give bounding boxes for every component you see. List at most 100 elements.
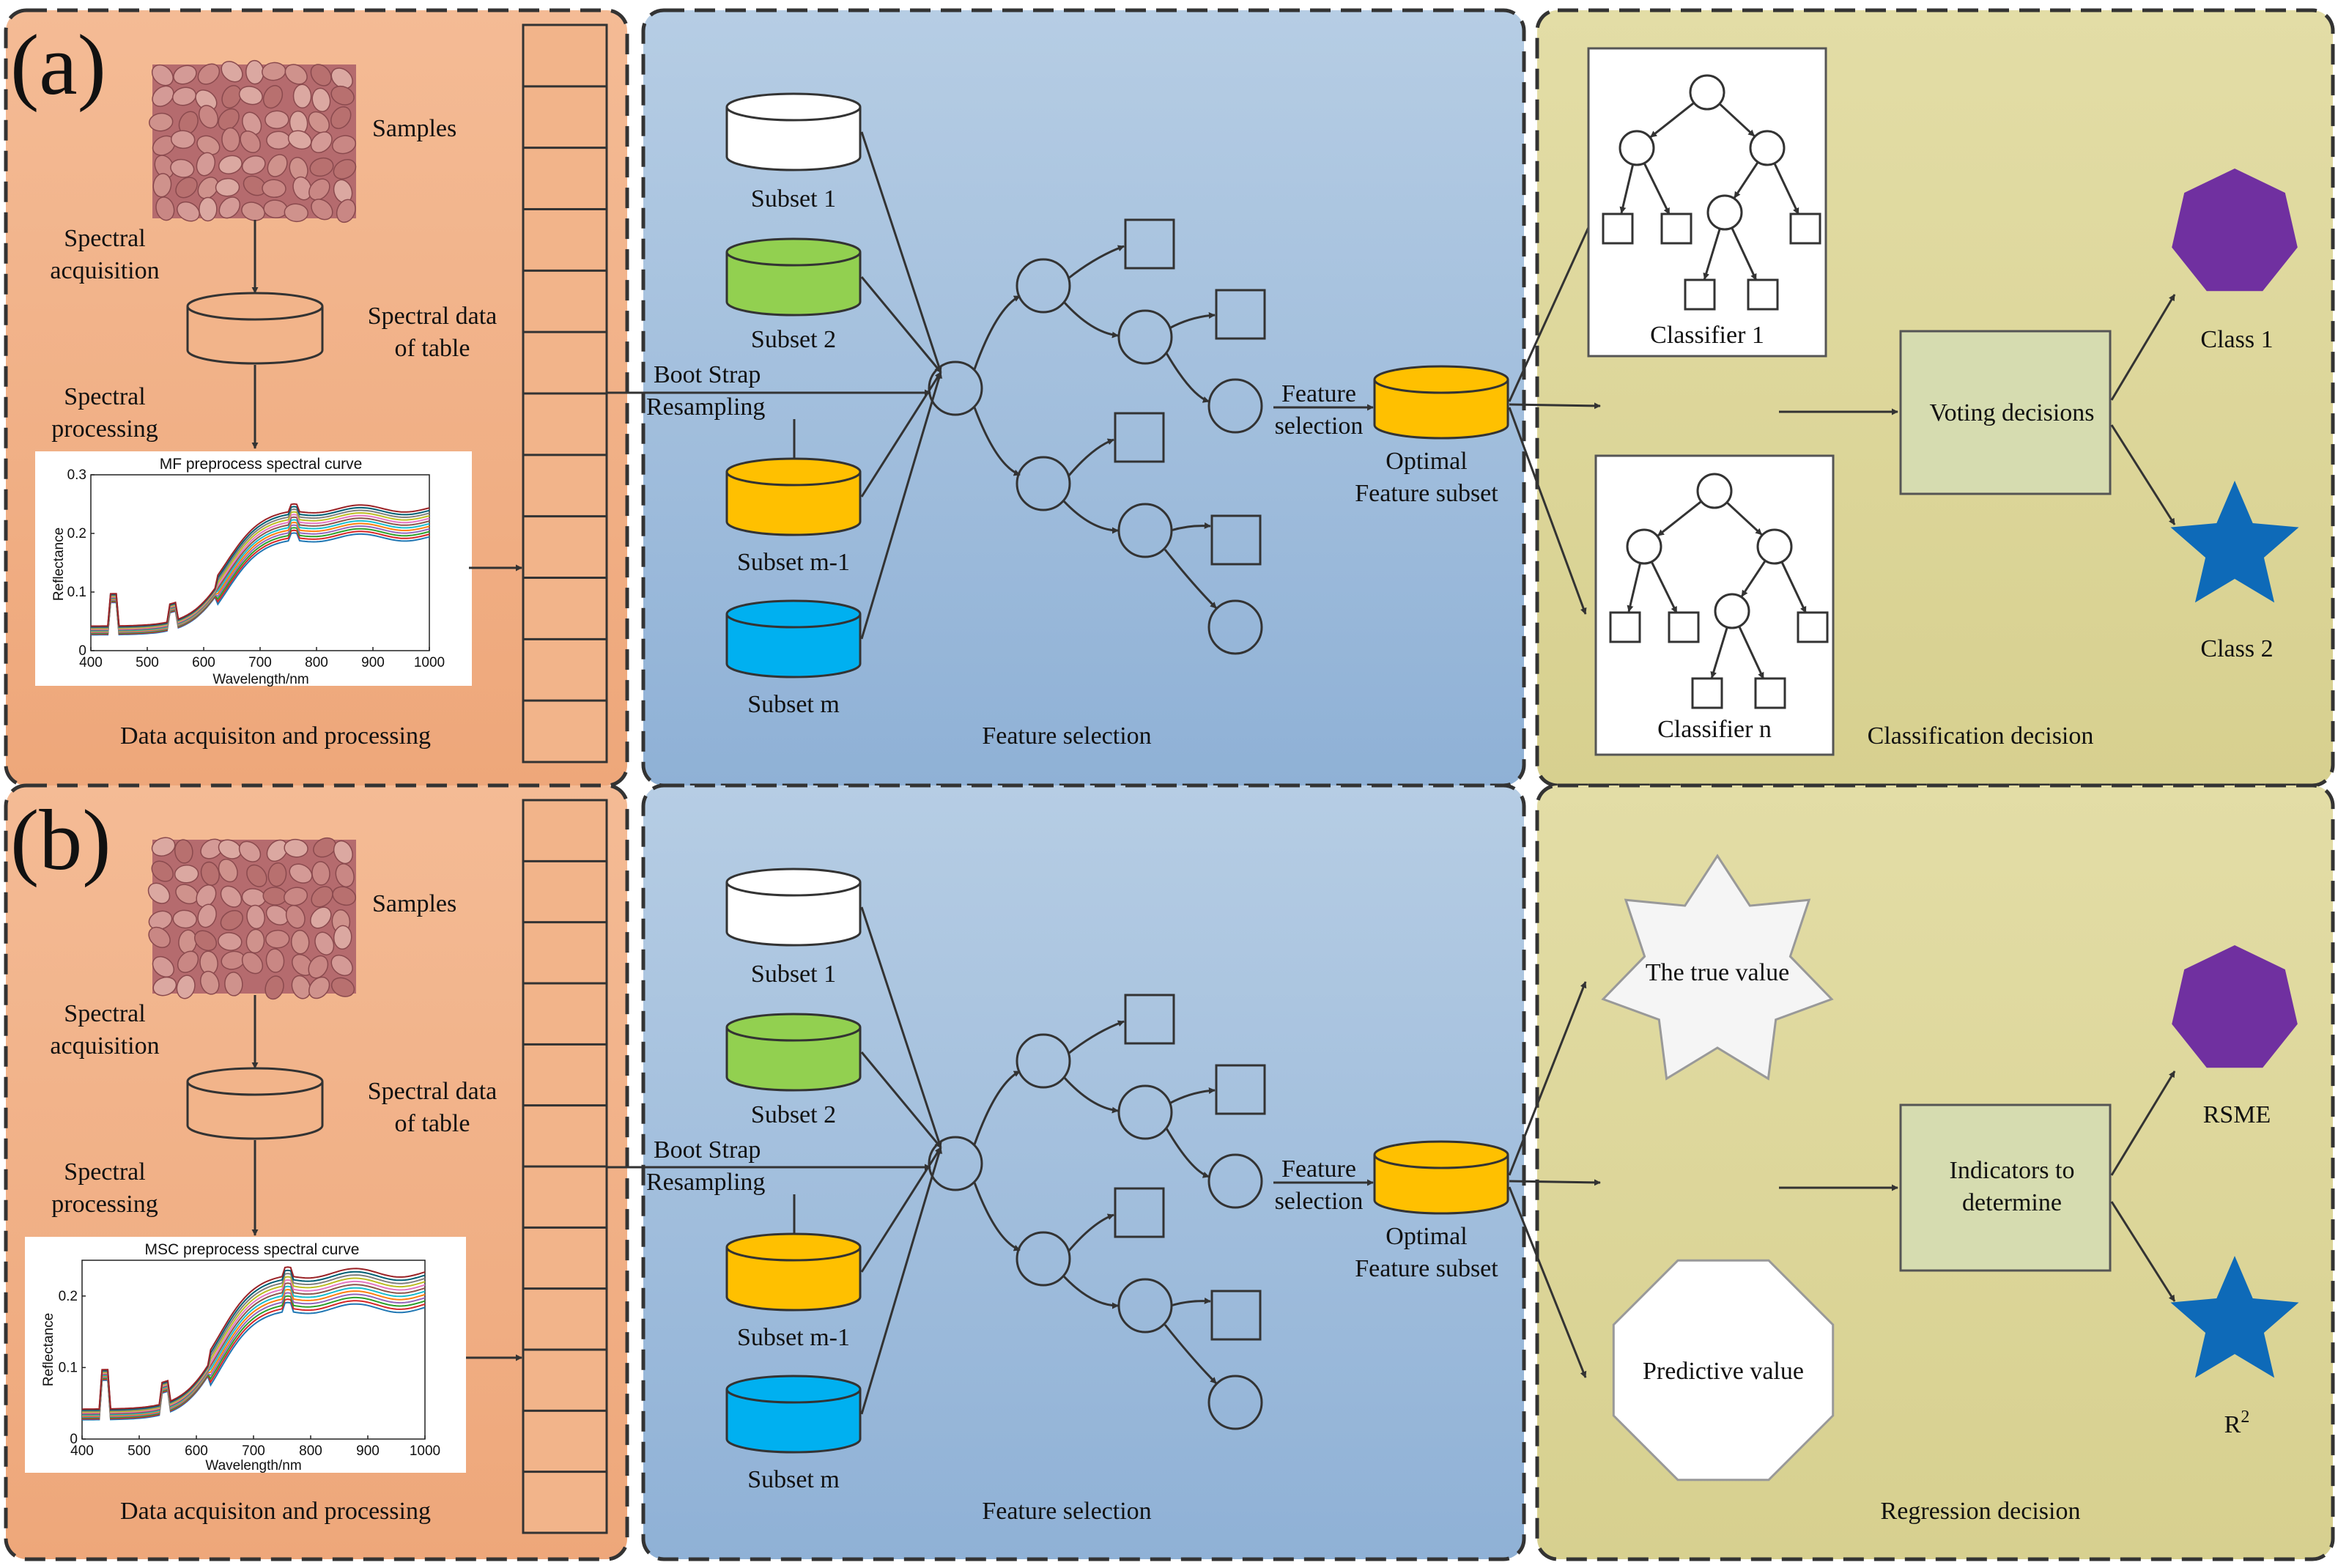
peanut — [266, 130, 291, 150]
spectral-curve — [82, 1279, 426, 1414]
peanut — [330, 67, 353, 89]
peanut — [308, 178, 330, 201]
peanut — [284, 887, 308, 906]
peanut — [262, 85, 284, 109]
section-title: Feature selection — [982, 722, 1151, 750]
arrow — [2110, 1070, 2176, 1176]
peanut — [155, 196, 175, 221]
spectral-curve — [91, 521, 430, 633]
peanut — [176, 975, 196, 999]
arrow — [1733, 162, 1759, 199]
peanut — [246, 904, 265, 930]
chart-xtick: 400 — [70, 1443, 94, 1459]
arrow — [1164, 549, 1218, 610]
arrow — [1726, 502, 1763, 536]
peanut — [267, 862, 287, 887]
chart-xtick: 600 — [185, 1443, 208, 1459]
subset-label: Subset m-1 — [737, 1324, 850, 1351]
chart-xtick: 700 — [242, 1443, 265, 1459]
arrow — [860, 276, 942, 373]
peanut — [311, 886, 333, 908]
arrow — [860, 906, 942, 1148]
arrow — [1508, 1186, 1587, 1378]
classifier-1: Classifier 1 — [1587, 47, 1827, 358]
tree-node — [1016, 456, 1071, 511]
peanut — [215, 177, 240, 197]
arrow — [1657, 500, 1702, 537]
peanut — [170, 130, 196, 149]
peanut — [241, 155, 266, 175]
arrow — [1710, 627, 1728, 678]
feature-selection-panel — [641, 783, 1526, 1561]
section-title: Data acquisiton and processing — [120, 722, 431, 750]
peanut — [330, 106, 352, 130]
spectral-curve — [82, 1292, 426, 1418]
database-icon — [186, 1067, 324, 1140]
subset-cylinder — [725, 868, 862, 947]
peanut — [218, 932, 243, 951]
chart-xtick: 900 — [361, 655, 385, 670]
class-2-star — [2170, 481, 2299, 603]
peanut — [199, 970, 220, 995]
tree-leaf — [1754, 677, 1786, 709]
peanut — [174, 839, 193, 864]
peanut — [332, 886, 357, 906]
peanut — [152, 955, 175, 978]
peanut — [199, 196, 218, 222]
spectral-curve — [91, 514, 430, 630]
spectral-curve — [91, 527, 430, 635]
tree-leaf — [1602, 212, 1634, 245]
arrow — [2110, 424, 2176, 525]
tree-node — [1626, 528, 1662, 565]
arrow — [1649, 102, 1695, 138]
peanut — [330, 85, 355, 106]
spectral-curve — [82, 1269, 426, 1411]
peanut — [336, 199, 356, 223]
subset-label: Subset m-1 — [737, 549, 850, 576]
peanut — [262, 179, 286, 199]
tree-node — [1207, 1153, 1263, 1209]
peanut — [242, 111, 262, 136]
peanut — [194, 930, 218, 951]
peanut — [152, 85, 174, 107]
peanut — [292, 176, 312, 201]
subset-label: Subset 1 — [751, 185, 836, 212]
arrow — [1738, 626, 1765, 679]
chart-ytick: 0 — [70, 1432, 78, 1447]
arrow — [1509, 402, 1601, 410]
tree-leaf — [1609, 611, 1641, 643]
chart-title: MF preprocess spectral curve — [160, 456, 363, 473]
peanut — [197, 903, 217, 928]
arrow — [1169, 312, 1216, 330]
peanut — [314, 931, 335, 955]
arrow — [1773, 163, 1799, 215]
subset-label: Subset 1 — [751, 961, 836, 988]
tree-node — [1016, 1033, 1071, 1089]
section-title: Classification decision — [1868, 722, 2094, 750]
chart-ylabel: Reflectance — [51, 528, 67, 601]
peanut — [221, 127, 240, 152]
subset-label: Subset m — [747, 691, 840, 718]
spectral-curve — [82, 1276, 426, 1413]
arrow — [1067, 1213, 1114, 1252]
tree-node — [1016, 258, 1071, 314]
arrow — [1068, 1020, 1125, 1055]
peanut — [245, 928, 265, 954]
peanut — [220, 909, 243, 931]
chart-xtick: 800 — [299, 1443, 322, 1459]
tree-node — [1696, 473, 1733, 509]
rsme-heptagon — [2172, 945, 2298, 1068]
peanut — [311, 87, 331, 113]
spectral-curve — [90, 511, 430, 629]
tree-leaf — [1124, 218, 1175, 270]
chart-xtick: 700 — [248, 655, 272, 670]
peanut — [152, 173, 172, 198]
peanut — [151, 837, 176, 857]
spectral-data-table — [522, 799, 608, 1534]
